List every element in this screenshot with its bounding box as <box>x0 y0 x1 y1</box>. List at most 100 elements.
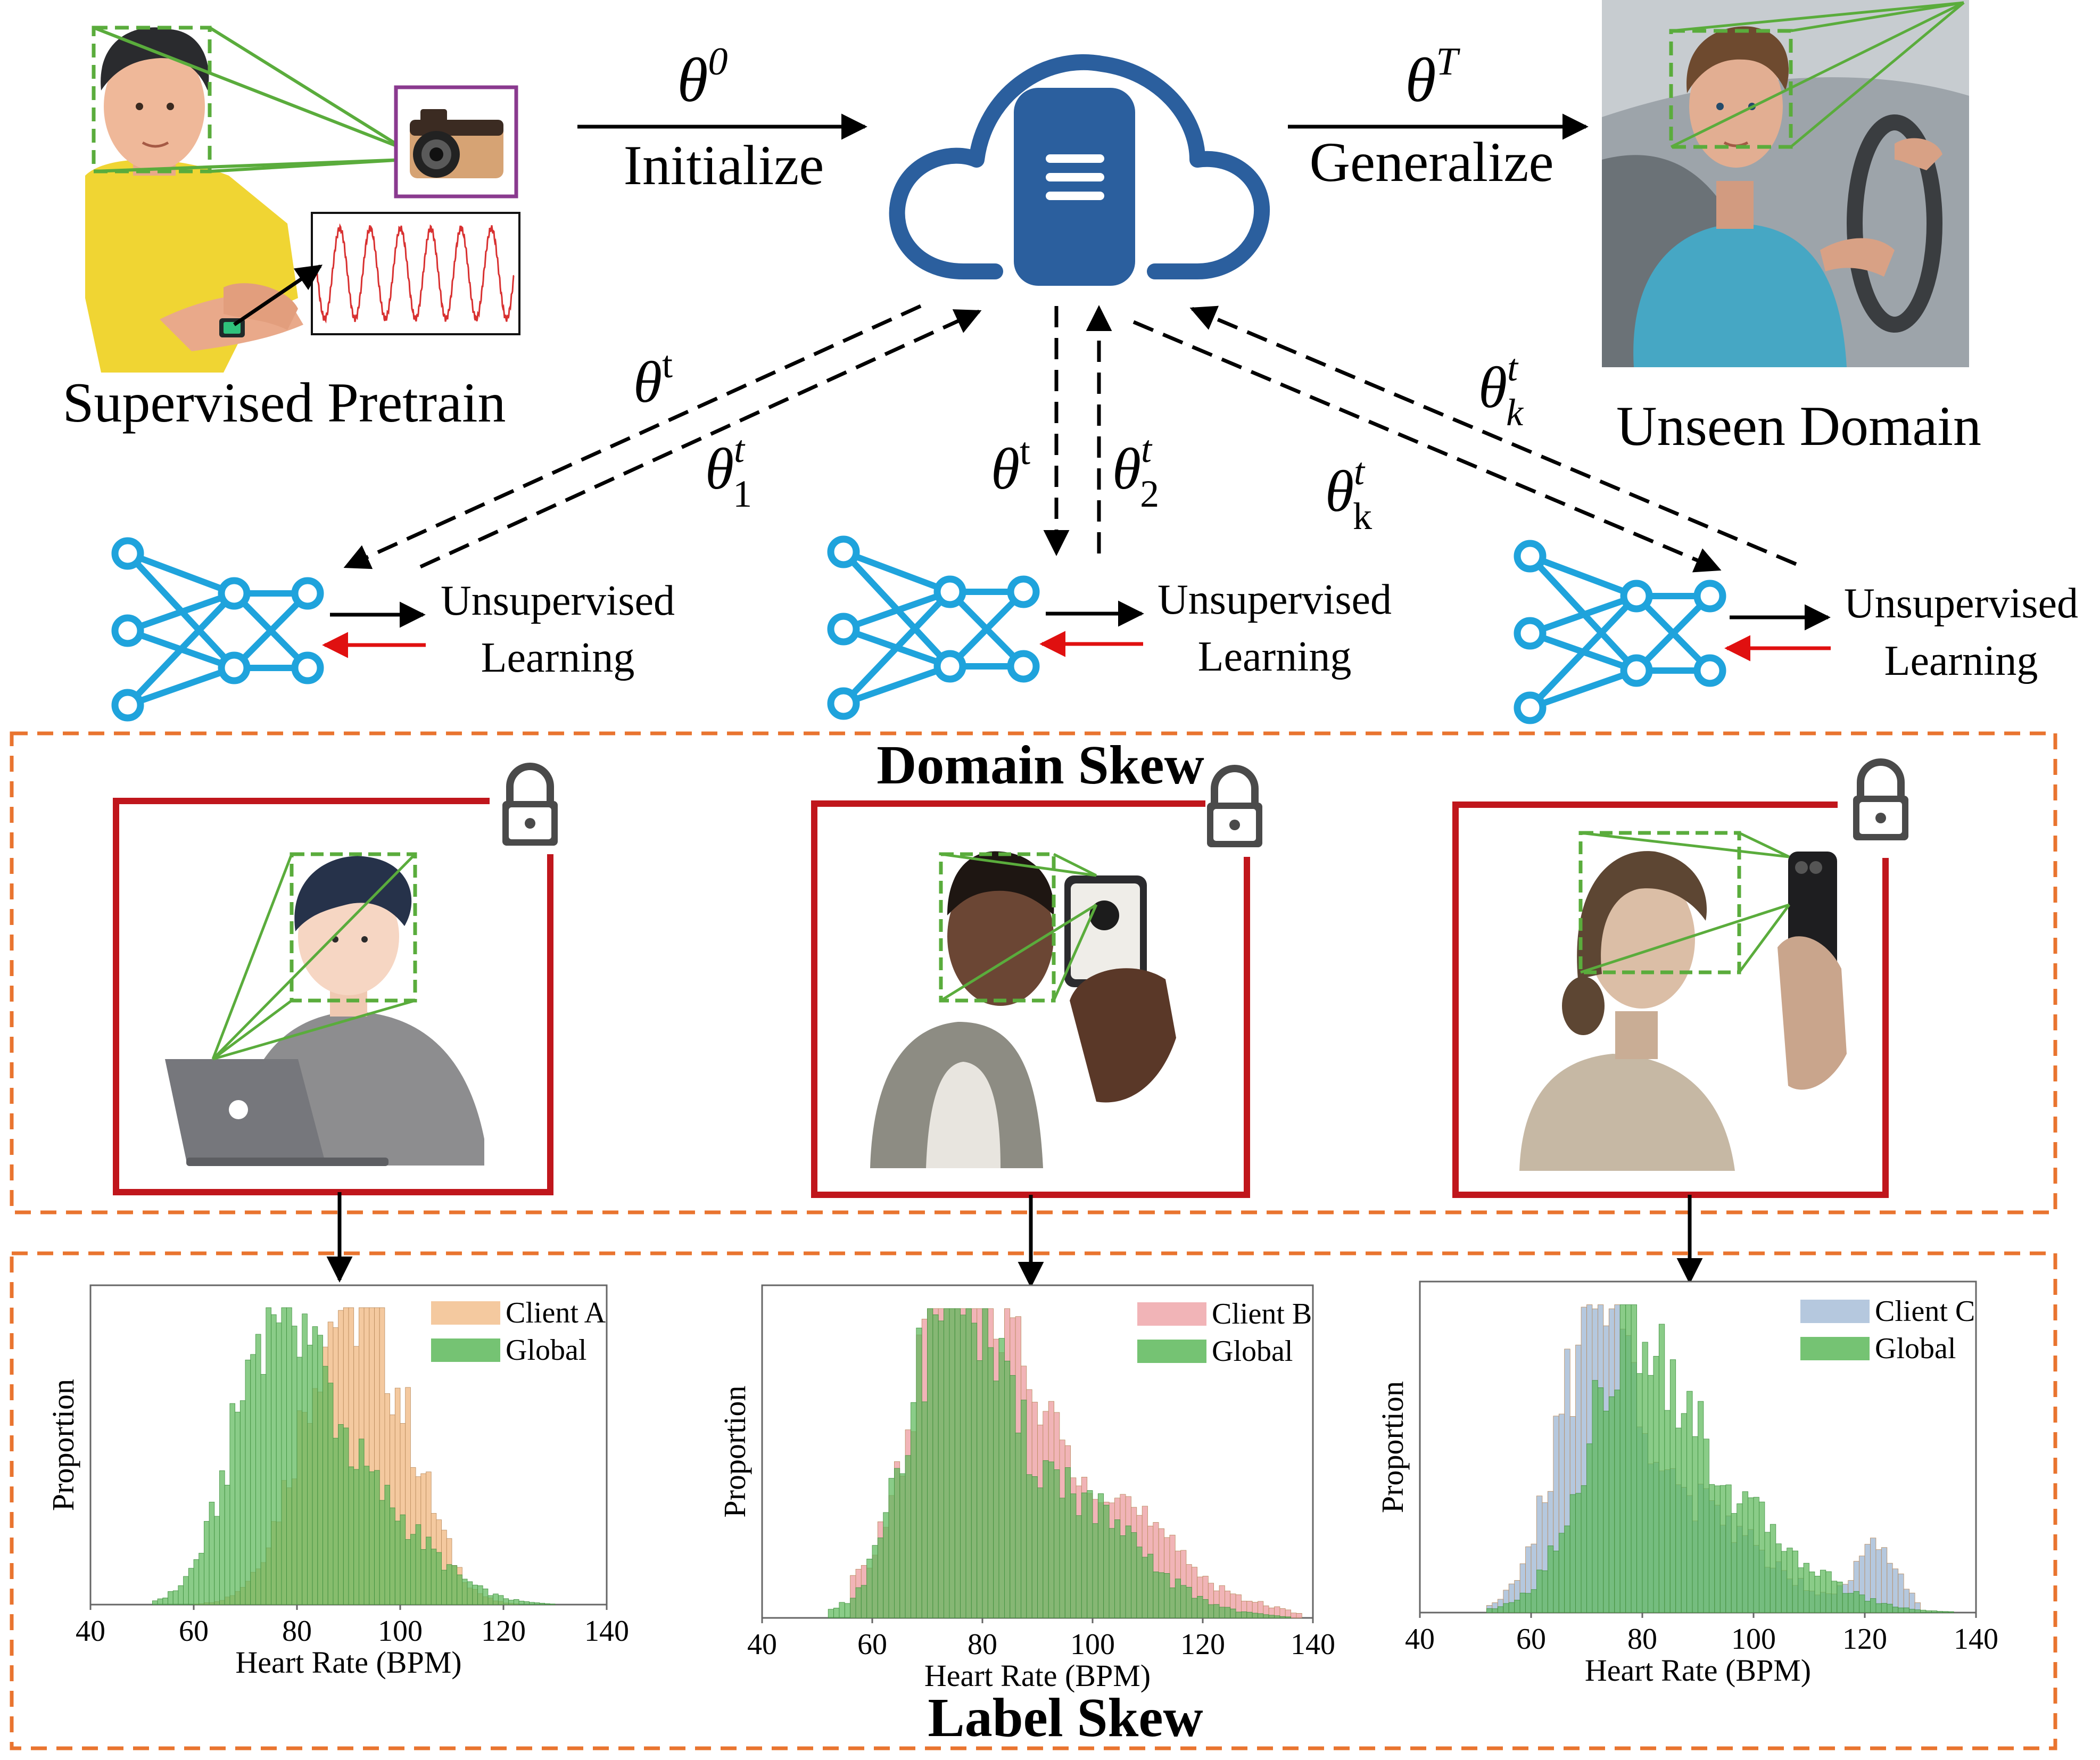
histogram-bar <box>828 1609 834 1618</box>
histogram-bar <box>436 1552 442 1605</box>
histogram-bar <box>1842 1593 1849 1613</box>
histogram-bar <box>467 1581 473 1605</box>
x-tick-label: 100 <box>378 1615 423 1648</box>
histogram-bar <box>1503 1603 1509 1613</box>
histogram-bar <box>850 1598 856 1618</box>
comm-arrows <box>343 304 1797 573</box>
client-a-face-roi <box>290 852 417 1003</box>
histogram-bar <box>250 1354 256 1605</box>
x-tick-label: 140 <box>1291 1628 1335 1661</box>
histogram-bar <box>1169 1587 1176 1618</box>
histogram-bar <box>498 1595 504 1605</box>
histogram-bar <box>1809 1571 1815 1613</box>
histogram-bar <box>1892 1607 1899 1613</box>
histogram-bar <box>1114 1519 1121 1618</box>
histogram-bar <box>1837 1581 1843 1613</box>
label-skew-title: Label Skew <box>928 1687 1203 1748</box>
histogram-bar <box>1848 1593 1854 1613</box>
histogram-bar <box>1004 1360 1011 1618</box>
histogram-bar <box>235 1411 241 1605</box>
histogram-bar <box>982 1308 988 1618</box>
histogram-bar <box>1031 1476 1038 1618</box>
histogram-bar <box>1542 1570 1548 1613</box>
histogram-bar <box>883 1512 889 1618</box>
histogram-bar <box>420 1549 426 1605</box>
histogram-bar <box>1758 1501 1765 1613</box>
histogram-bar <box>379 1500 385 1605</box>
histogram-bar <box>1731 1513 1738 1613</box>
legend-swatch <box>1137 1302 1206 1326</box>
arrow-server-to-clientk <box>1132 320 1722 573</box>
histogram-bar <box>1274 1615 1280 1618</box>
y-axis-label: Proportion <box>717 1385 752 1517</box>
domain-skew-panel <box>10 731 2057 1214</box>
histogram-bar <box>1235 1612 1242 1618</box>
x-axis-label: Heart Rate (BPM) <box>1585 1653 1811 1688</box>
histogram-bar <box>993 1381 999 1618</box>
histogram-bar <box>1875 1603 1882 1613</box>
x-tick-label: 40 <box>1405 1623 1435 1656</box>
histogram-bar <box>152 1600 158 1605</box>
histogram-bar <box>899 1473 906 1618</box>
histogram-bar <box>276 1323 282 1605</box>
histogram-bar <box>168 1591 173 1605</box>
histogram-bar <box>1681 1413 1687 1613</box>
histogram-bar <box>1043 1460 1049 1618</box>
histogram-bar <box>954 1308 961 1618</box>
histogram-bar <box>1547 1546 1554 1613</box>
histogram-bar <box>1164 1573 1170 1618</box>
x-tick-label: 60 <box>1516 1623 1546 1656</box>
histogram-bar <box>529 1602 535 1605</box>
histogram-bar <box>1753 1497 1759 1613</box>
neural-network-icon <box>827 535 1040 720</box>
histogram-bar <box>348 1466 354 1605</box>
client-b-face <box>947 867 1054 1006</box>
histogram-bar <box>209 1501 215 1605</box>
histogram-bar <box>1669 1359 1676 1613</box>
histogram-bar <box>1664 1410 1671 1613</box>
histogram-bar <box>1898 1607 1904 1613</box>
neural-network-icon <box>111 537 324 722</box>
histogram-bar <box>1703 1439 1709 1613</box>
histogram-bar <box>971 1323 978 1618</box>
svg-text:θT: θT <box>1405 40 1460 115</box>
histogram-bar <box>1636 1373 1643 1613</box>
client-a-hair <box>294 856 412 931</box>
histogram-bar <box>1021 1400 1027 1618</box>
legend-swatch <box>1137 1340 1206 1363</box>
histogram-bar <box>1191 1598 1198 1618</box>
histogram-bar <box>1059 1498 1065 1618</box>
histogram-bar <box>1814 1575 1821 1613</box>
histogram-bar <box>1737 1503 1743 1613</box>
histogram-bar <box>921 1401 928 1618</box>
y-axis-label: Proportion <box>1375 1381 1410 1513</box>
pretrain-label: Supervised Pretrain <box>62 371 506 434</box>
initialize-label: Initialize <box>624 134 824 196</box>
histogram-bar <box>938 1320 944 1618</box>
histogram-bar <box>1558 1533 1565 1613</box>
histogram-bar <box>400 1514 406 1605</box>
histogram-bar <box>1575 1493 1582 1613</box>
histogram-bar <box>518 1600 525 1605</box>
histogram-bar <box>1714 1485 1721 1613</box>
unseen-domain-illustration <box>1602 0 1969 367</box>
generalize-theta: θ <box>1405 45 1436 115</box>
histogram-bar <box>333 1437 339 1605</box>
histogram-bar <box>446 1564 452 1605</box>
client-c-face-roi <box>1578 831 1741 974</box>
histogram-bar <box>1180 1585 1187 1618</box>
histogram-bar <box>394 1521 401 1605</box>
x-tick-label: 100 <box>1070 1628 1115 1661</box>
x-tick-label: 80 <box>1627 1623 1657 1656</box>
x-tick-label: 80 <box>968 1628 997 1661</box>
histogram-bar <box>172 1590 179 1605</box>
histogram-bar <box>1719 1485 1726 1613</box>
histogram-bar <box>1120 1535 1126 1618</box>
legend-entry: Client C <box>1875 1295 1975 1328</box>
histogram-bar <box>1246 1612 1253 1618</box>
histogram-bar <box>855 1587 862 1618</box>
histogram-bar <box>1653 1356 1659 1613</box>
histogram-bar <box>1087 1490 1093 1618</box>
histogram-bar <box>1492 1608 1498 1613</box>
